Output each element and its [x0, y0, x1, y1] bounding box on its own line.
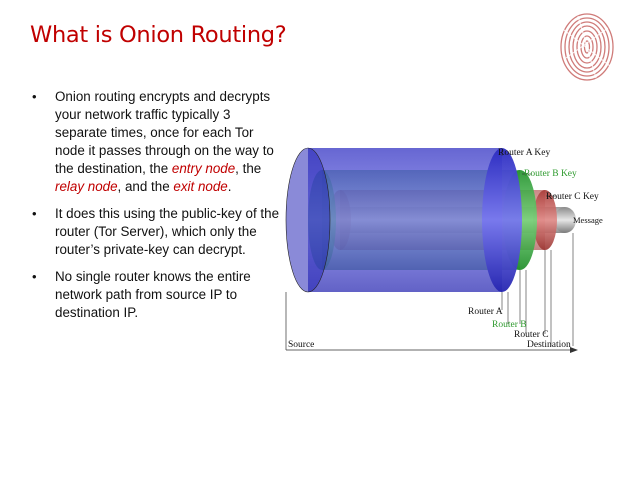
bullet-item: Onion routing encrypts and decrypts your… [32, 88, 284, 196]
bullet-text: , and the [117, 179, 174, 194]
bullet-text: It does this using the public-key of the… [55, 206, 280, 257]
highlight-term: entry node [171, 161, 236, 176]
destination-label: Destination [527, 340, 571, 350]
router-b-label: Router B [492, 320, 527, 330]
highlight-term: relay node [55, 179, 118, 194]
fingerprint-icon [560, 13, 614, 81]
bullet-text: No single router knows the entire networ… [55, 269, 251, 320]
bullet-text: . [227, 179, 232, 194]
router-c-key-label: Router C Key [546, 192, 599, 202]
router-a-layer [285, 147, 522, 293]
bullet-text: Onion routing encrypts and decrypts your… [55, 89, 274, 176]
bullet-list: Onion routing encrypts and decrypts your… [32, 88, 284, 331]
message-label: Message [573, 215, 603, 225]
onion-routing-diagram: Router A Key Router B Key Router C Key M… [285, 147, 603, 353]
bullet-text: , the [235, 161, 262, 176]
bullet-item: No single router knows the entire networ… [32, 268, 284, 322]
source-destination-axis [285, 292, 578, 353]
router-c-label: Router C [514, 330, 549, 340]
source-label: Source [288, 340, 314, 350]
router-b-key-label: Router B Key [524, 169, 577, 179]
highlight-term: exit node [173, 179, 228, 194]
bullet-item: It does this using the public-key of the… [32, 205, 284, 259]
router-a-label: Router A [468, 307, 503, 317]
slide-title: What is Onion Routing? [30, 22, 287, 48]
router-a-key-label: Router A Key [498, 148, 550, 158]
